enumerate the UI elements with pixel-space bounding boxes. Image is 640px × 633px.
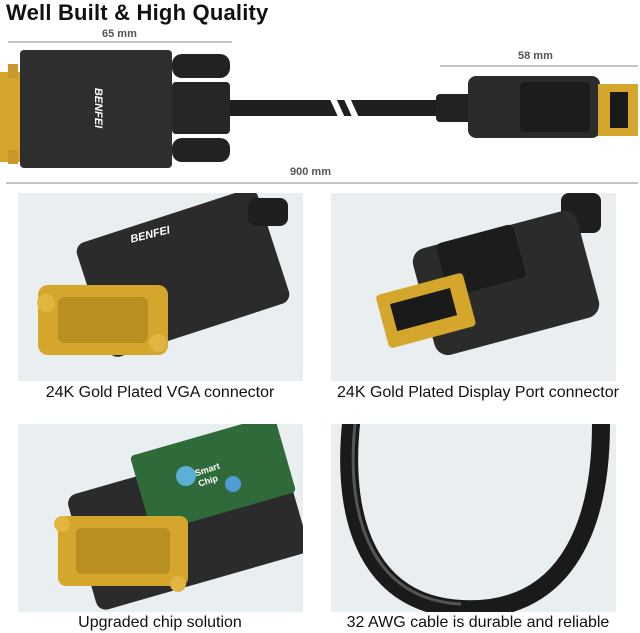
brand-logo: BENFEI [92,87,105,129]
cable-caption: 32 AWG cable is durable and reliable [346,614,610,631]
chip-image [54,424,303,610]
dp-connector-side-view [436,76,638,138]
dp-dimension-label: 58 mm [518,50,553,62]
dp-connector-panel [331,193,616,381]
dp-caption: 24K Gold Plated Display Port connector [337,384,619,401]
dp-connector-image [376,193,601,355]
vga-connector-image [37,193,290,357]
vga-dimension-label: 65 mm [102,28,137,40]
chip-panel: Smart Chip [18,424,303,612]
vga-caption: 24K Gold Plated VGA connector [45,384,275,401]
chip-caption: Upgraded chip solution [78,614,242,631]
headline: Well Built & High Quality [6,0,269,25]
cable-image [340,424,610,612]
vga-connector-side-view [0,50,450,168]
cable-dimension-label: 900 mm [290,166,331,178]
vga-connector-panel: BENFEI [18,193,303,381]
dimension-diagram [0,41,638,184]
cable-panel [331,424,616,612]
